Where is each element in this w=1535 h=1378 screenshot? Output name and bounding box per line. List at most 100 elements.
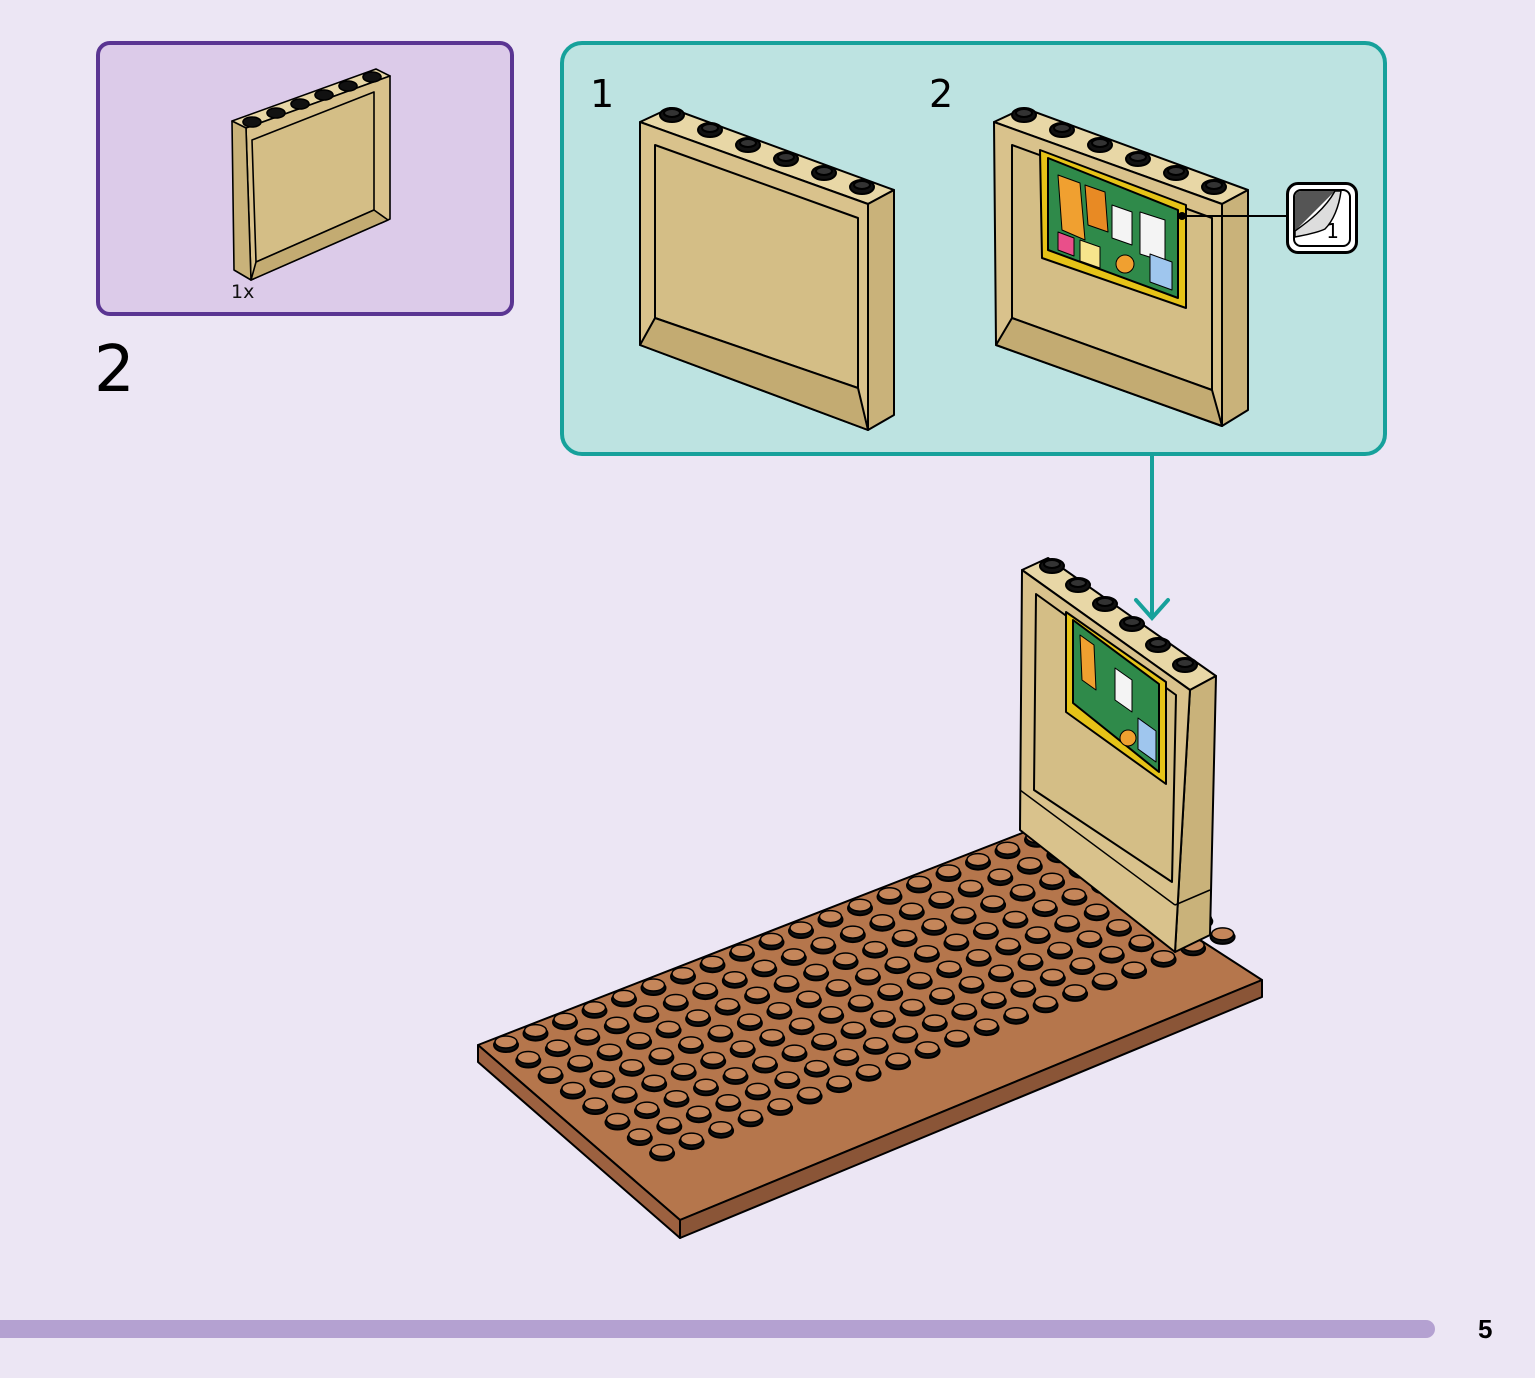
plate-stud-top — [1077, 930, 1102, 944]
plate-stud-top — [1018, 953, 1043, 967]
plate-stud-top — [516, 1050, 541, 1065]
plate-stud-top — [893, 1025, 918, 1040]
plate-stud-top — [546, 1039, 570, 1053]
plate-stud-top — [863, 940, 887, 955]
plate-stud-top — [923, 1014, 947, 1028]
substep-2-wall-image — [993, 107, 1287, 427]
plate-stud-top — [789, 921, 813, 935]
plate-stud-top — [642, 1074, 666, 1088]
plate-stud-top — [1011, 980, 1036, 994]
plate-stud-top — [1129, 934, 1154, 948]
plate-stud-top — [856, 967, 880, 982]
plate-stud-top — [650, 1143, 674, 1158]
plate-stud-top — [641, 978, 666, 992]
plate-stud-top — [826, 979, 851, 993]
plate-stud-top — [1063, 984, 1087, 998]
plate-stud-top — [1151, 949, 1176, 964]
plate-stud-top — [693, 982, 718, 996]
plate-stud-top — [1070, 957, 1095, 971]
plate-stud-top — [715, 997, 740, 1012]
plate-stud-top — [605, 1112, 630, 1127]
plate-stud-top — [945, 1029, 969, 1044]
parts-callout: 1x — [96, 41, 514, 316]
plate-stud-top — [827, 1075, 851, 1089]
plate-stud-top — [561, 1081, 585, 1096]
plate-stud-top — [1010, 883, 1035, 898]
plate-stud-top — [892, 929, 917, 943]
plate-stud-top — [951, 906, 976, 921]
plate-stud-top — [656, 1020, 681, 1035]
plate-stud-top — [818, 909, 843, 924]
wall-panel-part-image — [231, 68, 391, 281]
plate-stud-top — [730, 944, 754, 958]
plate-stud-top — [915, 944, 939, 959]
plate-stud-top — [966, 949, 991, 963]
plate-stud-top — [597, 1043, 622, 1057]
plate-stud-top — [1033, 995, 1058, 1010]
substep-number-1: 1 — [590, 72, 615, 116]
page-progress-bar — [0, 1320, 1435, 1338]
plate-stud-top — [841, 1021, 866, 1036]
plate-stud-top — [974, 1018, 999, 1032]
plate-stud-top — [760, 1028, 784, 1043]
plate-stud-top — [811, 936, 836, 951]
plate-stud-top — [1092, 972, 1117, 987]
plate-stud-top — [937, 960, 961, 974]
plate-stud-top — [634, 1005, 659, 1019]
plate-stud-top — [907, 875, 931, 890]
plate-stud-top — [775, 1071, 800, 1085]
plate-stud-top — [738, 1013, 762, 1027]
plate-stud-top — [553, 1012, 577, 1026]
plate-stud-top — [701, 1051, 725, 1066]
plate-stud-top — [649, 1047, 674, 1062]
main-model-image — [477, 557, 1263, 1239]
plate-stud-top — [886, 1052, 910, 1067]
plate-stud-top — [833, 952, 858, 966]
plate-stud-top — [686, 1009, 710, 1023]
plate-stud-top — [568, 1054, 592, 1069]
plate-stud-top — [1041, 968, 1065, 983]
plate-stud-top — [797, 1086, 822, 1101]
plate-stud-top — [1107, 918, 1131, 933]
main-bulletin-board — [1065, 611, 1167, 785]
plate-stud-top — [767, 1001, 792, 1016]
plate-stud-top — [746, 1082, 770, 1097]
plate-stud-top — [871, 1010, 895, 1024]
plate-stud-top — [841, 925, 865, 939]
plate-stud-top — [723, 970, 747, 985]
plate-stud-top — [657, 1116, 682, 1131]
plate-stud-top — [936, 864, 961, 878]
plate-stud-top — [635, 1101, 659, 1115]
plate-stud-top — [782, 948, 806, 962]
plate-stud-top — [834, 1048, 859, 1062]
plate-stud-top — [612, 1085, 637, 1100]
plate-stud-top — [664, 993, 688, 1008]
substep-1-wall-image — [639, 107, 895, 431]
plate-stud-top — [628, 1128, 652, 1142]
plate-stud-top — [583, 1097, 607, 1111]
plate-stud-top — [966, 852, 990, 867]
plate-stud-top — [929, 891, 954, 905]
plate-stud-top — [819, 1006, 843, 1020]
plate-stud-top — [930, 987, 954, 1001]
plate-stud-top — [812, 1032, 836, 1047]
plate-stud-top — [1025, 926, 1050, 940]
plate-stud-top — [864, 1037, 888, 1051]
plate-stud-top — [1210, 927, 1235, 941]
plate-stud-top — [612, 989, 636, 1004]
plate-stud-top — [1062, 887, 1087, 902]
plate-stud-top — [922, 918, 946, 932]
plate-stud-top — [900, 902, 924, 917]
plate-stud-top — [694, 1078, 718, 1093]
plate-stud-top — [723, 1067, 748, 1081]
plate-stud-top — [627, 1032, 651, 1046]
plate-stud-top — [959, 975, 984, 990]
plate-stud-top — [709, 1120, 733, 1135]
plate-stud-top — [959, 879, 983, 894]
plate-stud-top — [805, 1059, 829, 1074]
plate-stud-top — [1004, 1006, 1028, 1021]
plate-stud-top — [944, 933, 969, 948]
plate-stud-top — [952, 1002, 977, 1017]
sticker-number: 1 — [1326, 219, 1339, 243]
part-quantity: 1x — [231, 281, 255, 303]
